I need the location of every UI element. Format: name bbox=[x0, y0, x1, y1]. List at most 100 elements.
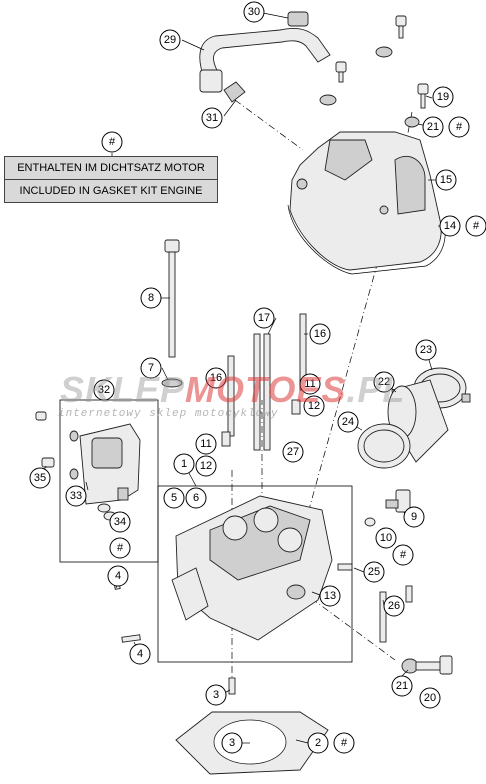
callout-circle bbox=[201, 107, 223, 129]
callout-number: 22 bbox=[378, 376, 390, 388]
callout-c10-hash: # bbox=[392, 544, 414, 566]
callout-number: 3 bbox=[229, 737, 235, 749]
callout-c5: 5 bbox=[163, 487, 185, 509]
callout-circle bbox=[140, 357, 162, 379]
callout-c8: 8 bbox=[140, 287, 162, 309]
watermark-brand-d: .PL bbox=[346, 369, 406, 410]
valve-cover-part bbox=[287, 131, 446, 275]
callout-c31: 31 bbox=[201, 107, 223, 129]
callout-c16a: 16 bbox=[309, 323, 331, 345]
callout-c22: 22 bbox=[373, 371, 395, 393]
callout-circle bbox=[303, 395, 325, 417]
callout-c14: 14 bbox=[439, 215, 461, 237]
cylinder-head-group bbox=[112, 485, 413, 663]
callout-number: 15 bbox=[440, 174, 452, 186]
callout-circle bbox=[205, 367, 227, 389]
callout-c21b: 21 bbox=[391, 675, 413, 697]
callout-number: 9 bbox=[411, 511, 417, 523]
watermark-logo: SKLEPMOTOES.PL bbox=[60, 369, 404, 410]
callout-circle bbox=[439, 215, 461, 237]
callout-number: # bbox=[456, 121, 463, 133]
head-gasket-part bbox=[175, 677, 329, 775]
callout-circle bbox=[109, 537, 131, 559]
callout-circle bbox=[363, 561, 385, 583]
callout-circle bbox=[333, 732, 355, 754]
callout-number: 23 bbox=[420, 344, 432, 356]
callout-circle bbox=[140, 287, 162, 309]
callout-number: 14 bbox=[444, 220, 456, 232]
callout-c11b: 11 bbox=[195, 433, 217, 455]
callout-circle bbox=[373, 371, 395, 393]
callout-circle bbox=[465, 215, 486, 237]
callout-c12a: 12 bbox=[303, 395, 325, 417]
callout-number: 5 bbox=[171, 492, 177, 504]
callout-c35: 35 bbox=[29, 467, 51, 489]
callout-number: 34 bbox=[114, 516, 126, 528]
callout-circle bbox=[435, 169, 457, 191]
callout-circle bbox=[185, 487, 207, 509]
watermark-brand-b: MOTO bbox=[185, 369, 297, 410]
callout-number: 2 bbox=[315, 737, 321, 749]
callout-c19: 19 bbox=[432, 86, 454, 108]
callout-c1: 1 bbox=[173, 453, 195, 475]
callout-c21a: 21 bbox=[422, 116, 444, 138]
callout-c16b: 16 bbox=[205, 367, 227, 389]
cover-screws-part bbox=[319, 15, 429, 128]
callout-circle bbox=[129, 643, 151, 665]
gasket-note-german: ENTHALTEN IM DICHTSATZ MOTOR bbox=[17, 162, 205, 174]
callout-circle bbox=[159, 29, 181, 51]
callout-number: # bbox=[117, 542, 124, 554]
callout-number: 10 bbox=[380, 532, 392, 544]
callout-circle bbox=[101, 131, 123, 153]
callout-number: 11 bbox=[304, 378, 315, 390]
callout-number: 8 bbox=[148, 292, 154, 304]
callout-number: 13 bbox=[324, 590, 336, 602]
callout-circle bbox=[319, 585, 341, 607]
callout-c3a: 3 bbox=[205, 684, 227, 706]
callout-number: 4 bbox=[115, 570, 121, 582]
callout-c2: 2 bbox=[307, 732, 329, 754]
callout-circle bbox=[448, 116, 470, 138]
callout-number: 33 bbox=[70, 490, 82, 502]
callout-number: # bbox=[473, 220, 480, 232]
callout-number: 1 bbox=[181, 458, 187, 470]
callout-circle bbox=[195, 455, 217, 477]
callout-c3b: 3 bbox=[221, 732, 243, 754]
callout-c29: 29 bbox=[159, 29, 181, 51]
callout-c23: 23 bbox=[415, 339, 437, 361]
callout-number: 26 bbox=[388, 600, 400, 612]
plug-screw-part bbox=[401, 655, 453, 675]
callout-c21a-hash: # bbox=[448, 116, 470, 138]
callout-number: 17 bbox=[258, 312, 270, 324]
callout-c11a: 11 bbox=[299, 373, 321, 395]
callout-c4b: 4 bbox=[129, 643, 151, 665]
callout-number: 29 bbox=[164, 34, 176, 46]
callout-c33: 33 bbox=[65, 485, 87, 507]
callout-circle bbox=[29, 467, 51, 489]
callout-circle bbox=[419, 687, 441, 709]
callout-c27: 27 bbox=[282, 441, 304, 463]
callout-circle bbox=[392, 544, 414, 566]
callout-c2-hash: # bbox=[333, 732, 355, 754]
callout-number: # bbox=[341, 737, 348, 749]
callout-c6: 6 bbox=[185, 487, 207, 509]
callout-c30: 30 bbox=[243, 1, 265, 23]
callout-number: # bbox=[400, 549, 407, 561]
callout-number: 6 bbox=[193, 492, 199, 504]
callout-circle bbox=[309, 323, 331, 345]
callout-circle bbox=[93, 379, 115, 401]
callout-c15: 15 bbox=[435, 169, 457, 191]
callout-circle bbox=[173, 453, 195, 475]
callout-c9: 9 bbox=[403, 506, 425, 528]
callout-circle bbox=[383, 595, 405, 617]
callout-circle bbox=[391, 675, 413, 697]
callout-number: 30 bbox=[248, 6, 260, 18]
callout-circle bbox=[307, 732, 329, 754]
stud-bolt-part bbox=[161, 239, 183, 388]
watermark-subtitle: internetowy sklep motocyklowy bbox=[58, 408, 279, 420]
callout-circle bbox=[253, 307, 275, 329]
callout-circle bbox=[337, 411, 359, 433]
callout-number: 19 bbox=[437, 91, 449, 103]
callout-circle bbox=[375, 527, 397, 549]
